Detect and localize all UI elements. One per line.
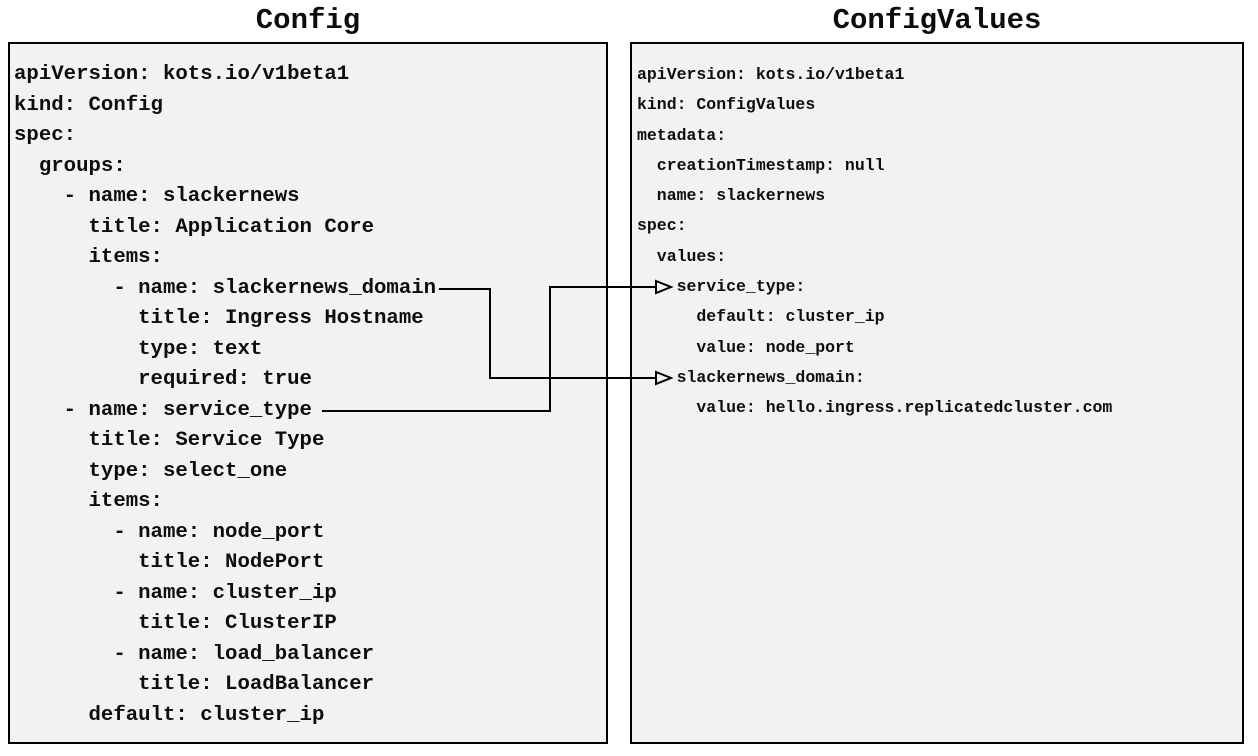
- configvalues-panel-title: ConfigValues: [832, 4, 1042, 37]
- config-yaml-text: apiVersion: kots.io/v1beta1 kind: Config…: [14, 63, 437, 727]
- config-code-box: apiVersion: kots.io/v1beta1 kind: Config…: [8, 42, 608, 744]
- configvalues-code-box: apiVersion: kots.io/v1beta1 kind: Config…: [630, 42, 1244, 744]
- configvalues-yaml-text: apiVersion: kots.io/v1beta1 kind: Config…: [637, 65, 1113, 418]
- config-panel-title: Config: [255, 4, 361, 37]
